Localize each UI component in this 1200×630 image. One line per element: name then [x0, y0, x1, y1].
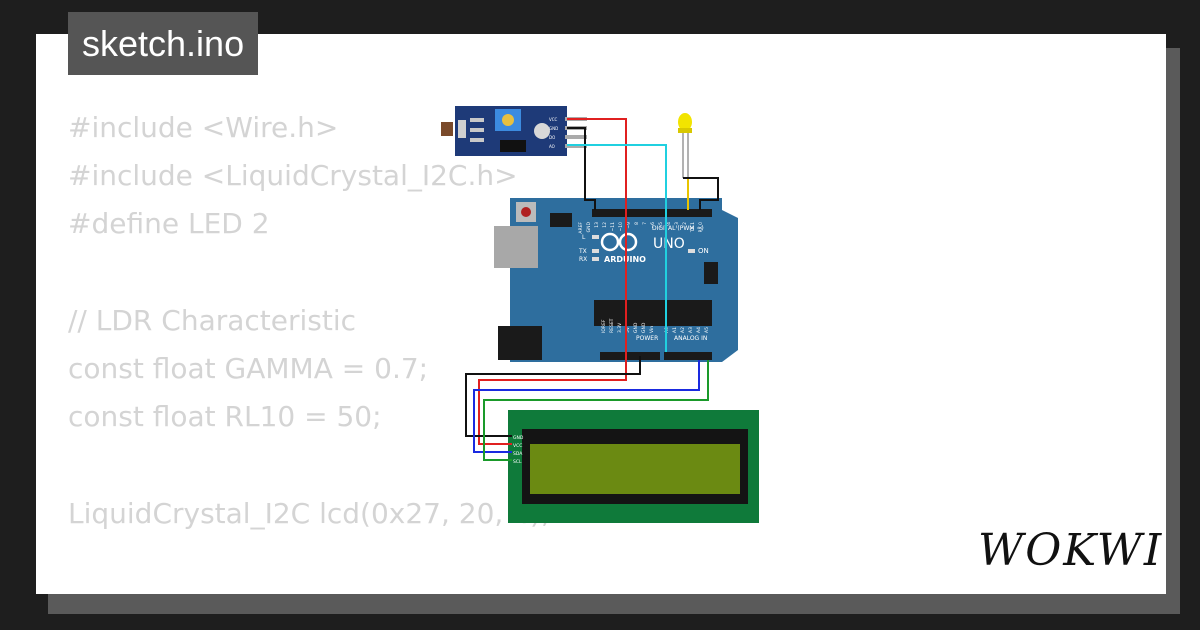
pin-label: RESET	[609, 318, 615, 333]
pin-label: A2	[680, 327, 686, 333]
pin-label: 5V	[625, 326, 631, 333]
svg-text:ON: ON	[698, 247, 709, 255]
pin-label: 13	[594, 222, 600, 228]
pin-label: 2	[682, 222, 688, 225]
board-name: UNO	[653, 236, 685, 252]
lcd-screen	[530, 444, 740, 494]
pin-label: A5	[704, 327, 710, 333]
pin-label: 7	[642, 222, 648, 225]
code-line: // LDR Characteristic	[68, 303, 357, 337]
wire-ldr-gnd	[567, 127, 596, 210]
svg-text:TX: TX	[578, 248, 587, 255]
pin-label: RX 0	[698, 222, 704, 233]
sketch-title: sketch.ino	[68, 12, 259, 75]
led-bulb	[678, 113, 692, 131]
code-line: #define LED 2	[68, 207, 270, 241]
lcd-display: GND VCC SDA SCL	[508, 410, 759, 523]
pin-label: 3.3V	[617, 322, 623, 333]
code-line: #include <Wire.h>	[68, 111, 339, 144]
digital-header	[592, 209, 712, 217]
svg-text:SDA: SDA	[513, 451, 523, 457]
atmega-chip	[594, 300, 712, 326]
pin-label: A3	[688, 327, 694, 333]
usb-port	[494, 226, 538, 268]
svg-text:SCL: SCL	[513, 459, 522, 465]
wire-ldr-ao	[567, 144, 667, 352]
pin-label: GND	[586, 221, 592, 232]
svg-text:AO: AO	[549, 144, 555, 149]
pin-label: GND	[641, 322, 647, 333]
svg-text:RX: RX	[579, 256, 587, 263]
pin-label: TX 1	[690, 222, 696, 233]
ldr-chip	[500, 140, 526, 152]
code-line: #include <LiquidCrystal_I2C.h>	[68, 159, 518, 193]
pin-label: GND	[633, 322, 639, 333]
pin-label: A4	[696, 327, 702, 333]
pin-label: ~3	[674, 222, 680, 229]
svg-text:ANALOG IN: ANALOG IN	[674, 335, 707, 342]
pin-label: 4	[666, 222, 672, 225]
code-preview: #include <Wire.h> #include <LiquidCrystal…	[68, 104, 550, 594]
pin-label: ~5	[658, 222, 664, 229]
svg-text:DIGITAL (PWM ~): DIGITAL (PWM ~)	[652, 225, 704, 232]
pin-label: ~6	[650, 222, 656, 229]
svg-text:DO: DO	[549, 135, 555, 140]
ldr-sensor	[441, 122, 453, 136]
wires	[465, 118, 719, 461]
ldr-module: VCC GND DO AO	[441, 106, 587, 156]
pin-label: 12	[602, 222, 608, 228]
ldr-leads	[458, 120, 466, 138]
reset-button-cap	[521, 207, 531, 217]
pin-label: ~9	[626, 222, 632, 229]
pin-label: IOREF	[601, 319, 607, 333]
pin-label: 8	[634, 222, 640, 225]
ldr-lens	[534, 123, 550, 139]
svg-text:POWER: POWER	[636, 335, 658, 342]
arduino-uno-board: UNO ARDUINO ON L TX RX DIGITAL (PWM ~) P…	[494, 198, 738, 362]
wire-scl	[483, 360, 709, 461]
power-jack	[498, 326, 542, 360]
led	[678, 113, 692, 178]
svg-text:VCC: VCC	[549, 117, 558, 122]
wire-lcd-gnd	[465, 356, 641, 437]
code-line: const float GAMMA = 0.7;	[68, 351, 429, 385]
power-header	[600, 352, 660, 360]
svg-text:GND: GND	[513, 435, 524, 441]
arduino-logo-icon	[600, 232, 620, 252]
svg-text:L: L	[582, 234, 586, 241]
wire-led-gnd	[683, 177, 719, 210]
pin-label: ~11	[610, 222, 616, 232]
pin-label: Vin	[649, 326, 655, 333]
pin-label: ~10	[618, 222, 624, 232]
wokwi-logo: WOKWI	[978, 525, 1164, 576]
pin-label: A1	[672, 327, 678, 333]
svg-text:GND: GND	[549, 126, 558, 131]
pot-knob	[502, 114, 514, 126]
code-line: const float RL10 = 50;	[68, 400, 382, 434]
analog-header	[664, 352, 712, 360]
code-line: void setup() {	[68, 586, 550, 594]
ldr-pin-do	[565, 135, 587, 139]
pin-label: AREF	[578, 222, 584, 234]
svg-text:VCC: VCC	[513, 443, 522, 449]
wire-sda	[473, 360, 700, 453]
